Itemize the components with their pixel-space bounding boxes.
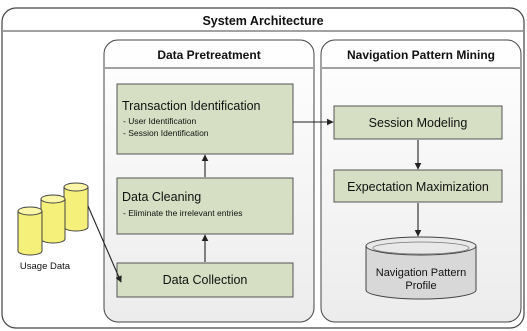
navigation-pattern-profile-db: [365, 236, 477, 300]
session-modeling-title: Session Modeling: [369, 116, 468, 130]
profile-label-line2: Profile: [405, 280, 436, 292]
data-collection-title: Data Collection: [163, 273, 248, 287]
expectation-maximization-title: Expectation Maximization: [347, 180, 489, 194]
transaction-identification-box: [116, 83, 294, 155]
usage-data-cylinders: [17, 182, 89, 256]
data-cleaning-title: Data Cleaning: [122, 190, 201, 204]
data-collection-box: [116, 262, 294, 298]
diagram-title: System Architecture: [202, 14, 323, 28]
usage-cylinder-front: [17, 206, 43, 256]
navigation-mining-title: Navigation Pattern Mining: [347, 48, 495, 62]
transaction-item-user: - User Identification: [123, 116, 196, 126]
profile-label-line1: Navigation Pattern: [376, 267, 467, 279]
transaction-identification-title: Transaction Identification: [122, 99, 261, 113]
arrow-usage-to-collection: [87, 205, 122, 283]
session-modeling-box: [333, 105, 503, 140]
transaction-item-session: - Session Identification: [123, 128, 209, 138]
usage-cylinder-middle: [40, 194, 66, 244]
data-cleaning-box: [116, 177, 294, 235]
expectation-maximization-box: [333, 169, 503, 203]
usage-cylinder-back: [63, 182, 89, 232]
data-pretreatment-title: Data Pretreatment: [157, 48, 260, 62]
usage-data-label: Usage Data: [20, 261, 71, 272]
data-cleaning-item: - Eliminate the irrelevant entries: [123, 208, 243, 218]
